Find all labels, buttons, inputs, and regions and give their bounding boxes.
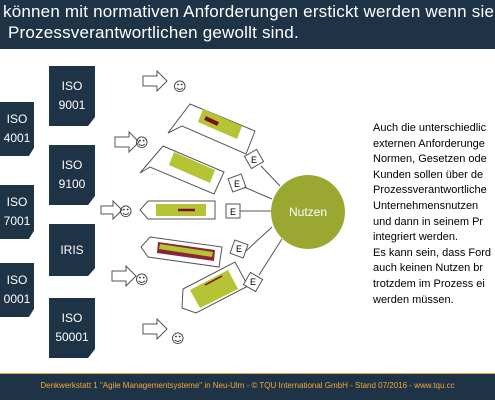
e-box-4: E [229,239,249,259]
standard-box-iso-27001: ISO 7001 [0,185,34,239]
e-box-1: E [243,148,265,170]
footer-bar: Denkwerkstatt 1 "Agile Managementsysteme… [0,373,495,400]
footer-divider [0,373,495,374]
standard-box-iso-9001: ISO 9001 [49,66,95,126]
svg-text:E: E [234,179,240,189]
requirement-arrow-3 [139,200,216,220]
diagram: Nutzen E E E E E [100,69,345,347]
connector-lines [240,165,283,276]
standard-box-iso-14001: ISO 4001 [0,102,34,156]
svg-text:E: E [251,155,257,165]
title-bar: können mit normativen Anforderungen erst… [0,0,495,49]
nutzen-label: Nutzen [289,205,327,219]
arrow-right-icon [111,264,137,288]
explanation-text: Auch die unterschiedlic externen Anforde… [373,122,492,306]
svg-text:E: E [230,207,236,217]
smiley-icon: ☺ [173,80,187,95]
e-box-5: E [242,271,264,293]
smiley-icon: ☺ [135,273,149,288]
requirement-arrow-5 [181,261,249,314]
e-box-3: E [225,203,241,219]
smiley-icon: ☺ [119,205,133,220]
nutzen-circle [271,175,345,249]
title-line-2: Prozessverantwortlichen gewollt sind. [8,23,299,42]
svg-text:E: E [250,277,256,287]
outline-arrows [100,69,168,341]
standard-box-iris: IRIS [49,224,95,276]
smiley-icon: ☺ [135,136,149,151]
arrow-right-icon [100,199,123,221]
requirement-arrow-1 [167,103,256,155]
smiley-icon: ☺ [171,332,185,347]
arrow-right-icon [114,130,140,154]
e-box-2: E [227,173,247,193]
requirement-arrow-2 [139,145,225,195]
title-line-1: können mit normativen Anforderungen erst… [3,2,495,21]
svg-text:E: E [236,244,242,254]
standard-box-iso-50001-left: ISO 0001 [0,263,34,317]
standard-box-iso-9100: ISO 9100 [49,145,95,205]
footer-text: Denkwerkstatt 1 "Agile Managementsysteme… [40,381,455,390]
smileys: ☺ ☺ ☺ ☺ ☺ [119,80,187,347]
arrow-right-icon [142,69,168,93]
standard-box-iso-50001: ISO 50001 [49,298,95,358]
arrow-right-icon [142,317,168,341]
requirement-arrow-4 [140,236,223,268]
